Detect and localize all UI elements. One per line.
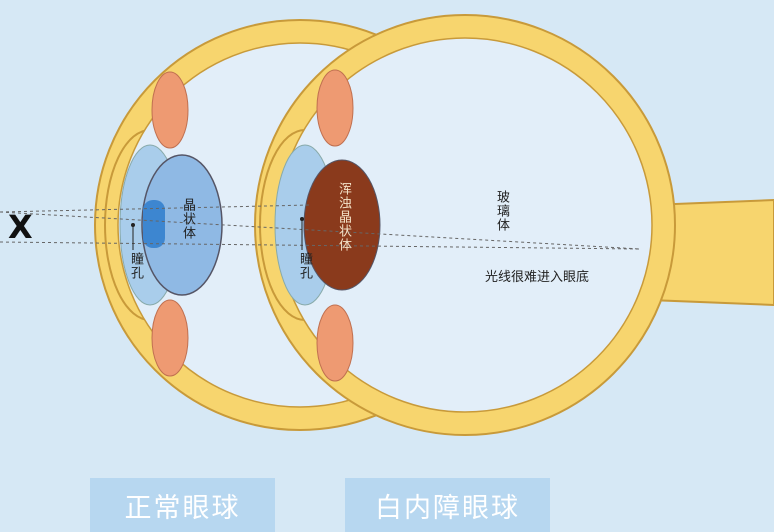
muscle bbox=[151, 71, 189, 149]
muscle bbox=[316, 69, 354, 147]
muscle bbox=[316, 304, 354, 382]
pupil bbox=[143, 200, 165, 248]
normal-eye-caption: 正常眼球 bbox=[90, 478, 275, 532]
normal-lens-label: 晶状体 bbox=[180, 198, 195, 240]
vitreous-label: 玻璃体 bbox=[494, 190, 509, 232]
cataract-lens bbox=[303, 159, 381, 291]
cataract-lens-label: 浑浊晶状体 bbox=[336, 182, 351, 252]
x-marker: X bbox=[8, 208, 33, 246]
pupil-pointers bbox=[131, 217, 304, 250]
light-note: 光线很难进入眼底 bbox=[485, 270, 590, 285]
cataract-eye-caption: 白内障眼球 bbox=[345, 478, 550, 532]
light-rays bbox=[0, 204, 641, 250]
cataract-pupil-label: 瞳孔 bbox=[297, 252, 312, 280]
normal-pupil-label: 瞳孔 bbox=[128, 252, 143, 280]
cataract-eyeball bbox=[254, 14, 774, 436]
muscle bbox=[151, 299, 189, 377]
